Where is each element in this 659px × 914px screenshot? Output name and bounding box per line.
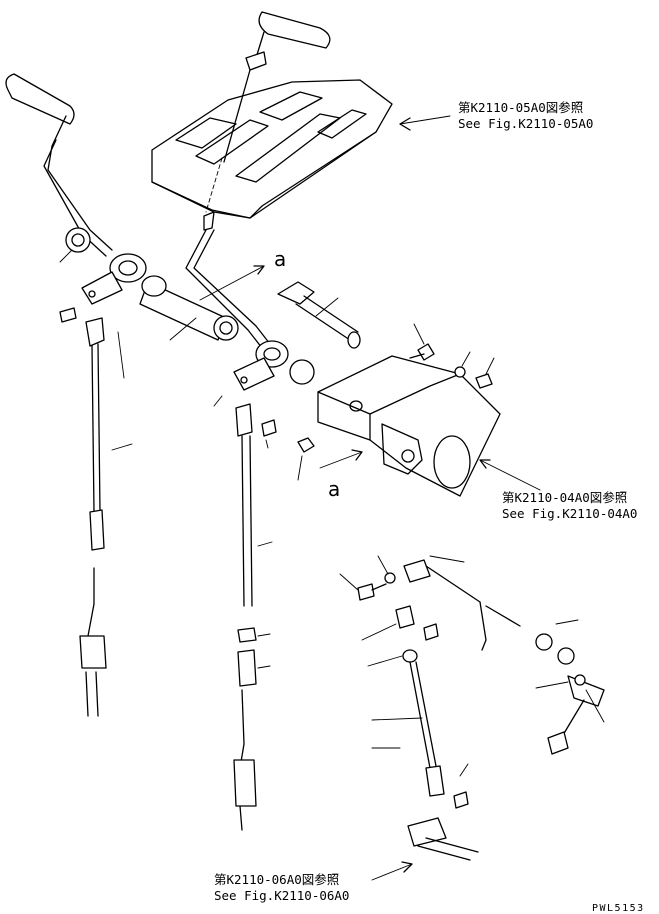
lever-arm-right [277, 281, 361, 349]
washer-right [454, 351, 471, 378]
reference-cover-ja: 第K2110-05A0図参照 [458, 100, 583, 115]
lever-bracket [317, 355, 501, 497]
reference-pedal: 第K2110-06A0図参照 See Fig.K2110-06A0 [214, 861, 413, 903]
shift-lever-cover [151, 79, 393, 219]
left-shift-lever [5, 73, 147, 305]
reference-bracket-ja: 第K2110-04A0図参照 [502, 490, 627, 505]
bushing-left [59, 227, 91, 263]
reference-cover: 第K2110-05A0図参照 See Fig.K2110-05A0 [399, 100, 593, 131]
bolt-right [475, 357, 495, 389]
reference-pedal-en: See Fig.K2110-06A0 [214, 888, 349, 903]
reference-cover-en: See Fig.K2110-05A0 [458, 116, 593, 131]
detail-marker-upper: a [274, 247, 286, 271]
pedal-bracket [407, 817, 479, 861]
lever-shaft [139, 275, 239, 341]
left-cable-assembly [59, 307, 133, 717]
center-shift-lever [185, 211, 315, 391]
center-cable-assembly [213, 395, 277, 831]
reference-pedal-ja: 第K2110-06A0図参照 [214, 872, 339, 887]
reference-bracket: 第K2110-04A0図参照 See Fig.K2110-04A0 [479, 459, 637, 521]
detail-marker-lower: a [328, 477, 340, 501]
reference-bracket-en: See Fig.K2110-04A0 [502, 506, 637, 521]
lower-linkage [339, 555, 605, 809]
detail-arrow-lower [319, 449, 363, 469]
shift-knob-top [223, 11, 331, 163]
nut-bracket [297, 437, 315, 481]
bolt-upper [409, 323, 435, 361]
detail-arrow-upper [199, 265, 265, 301]
drawing-code: PWL5153 [592, 903, 645, 914]
